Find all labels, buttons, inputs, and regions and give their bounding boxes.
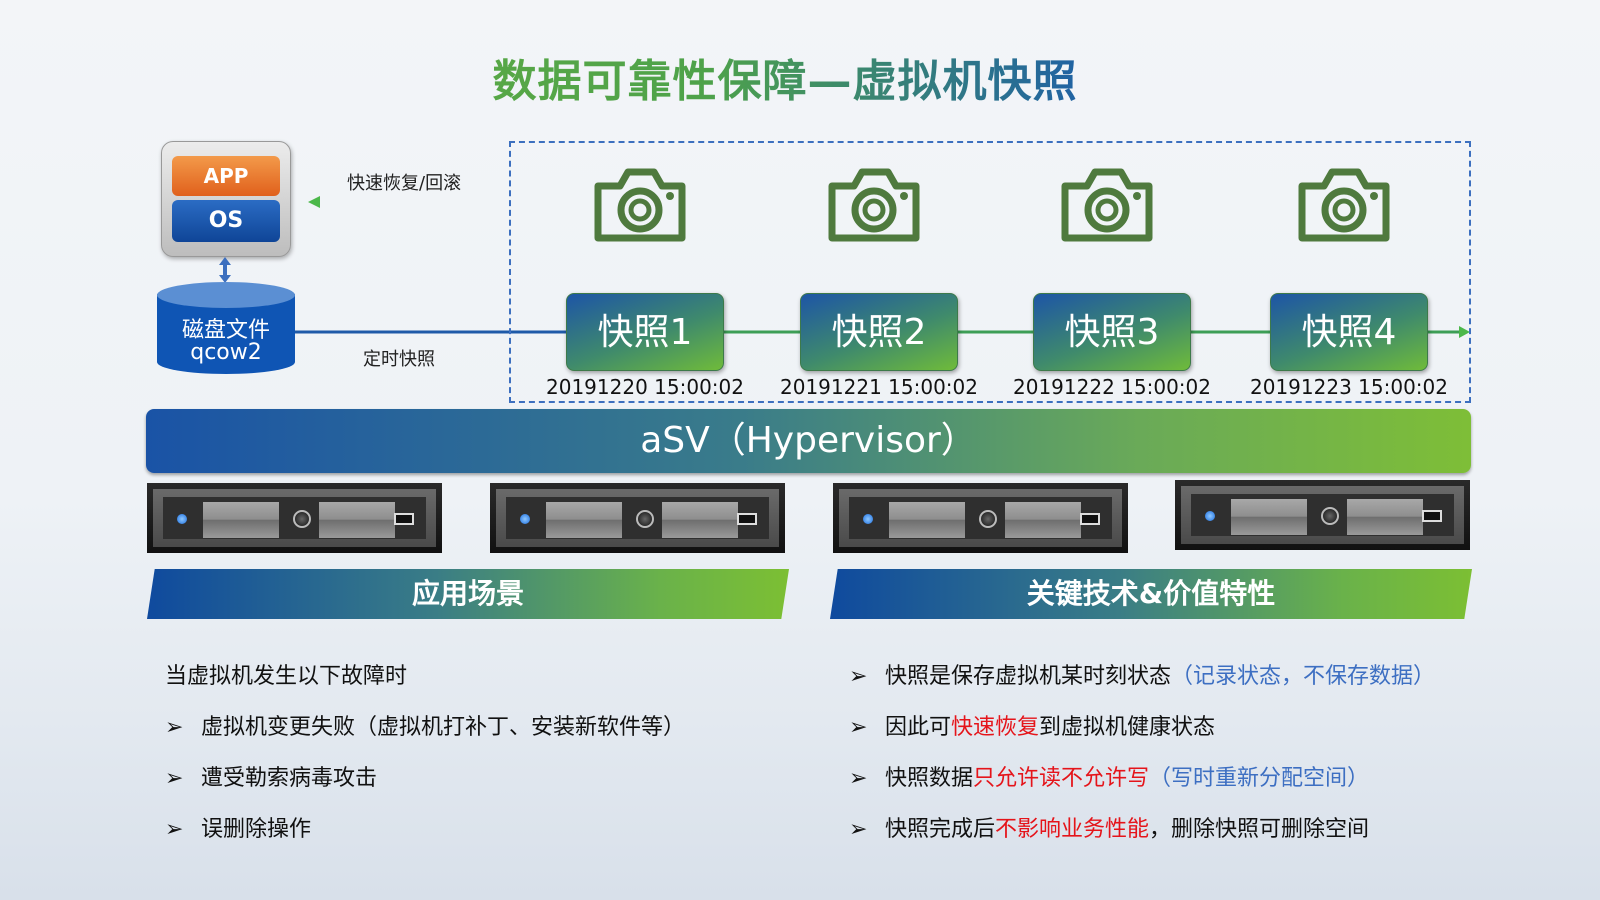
- snapshot-region: [509, 141, 1471, 403]
- snapshot-timestamp: 20191223 15:00:02: [1250, 375, 1448, 399]
- camera-icon: [824, 164, 924, 244]
- disk-format: qcow2: [190, 340, 262, 365]
- feature-text: 快速恢复: [951, 715, 1040, 740]
- feature-text: 不影响业务性能: [995, 817, 1150, 842]
- section-heading-scenarios: 应用场景: [147, 569, 789, 619]
- os-layer: OS: [172, 200, 280, 242]
- power-led-icon: [863, 514, 873, 524]
- snapshot-3[interactable]: 快照3: [1033, 293, 1191, 371]
- server: [147, 483, 442, 553]
- snapshot-1[interactable]: 快照1: [566, 293, 724, 371]
- scheduled-label: 定时快照: [363, 349, 435, 370]
- server: [833, 483, 1128, 553]
- feature-text: 快照完成后: [885, 817, 996, 842]
- server: [1175, 480, 1470, 550]
- camera-icon: [590, 164, 690, 244]
- hypervisor-bar: aSV（Hypervisor）: [146, 409, 1471, 473]
- feature-text: （记录状态，不保存数据）: [1171, 664, 1436, 689]
- snapshot-4[interactable]: 快照4: [1270, 293, 1428, 371]
- feature-text: （写时重新分配空间）: [1149, 766, 1370, 791]
- feature-text: ，删除快照可删除空间: [1149, 817, 1370, 842]
- restore-label: 快速恢复/回滚: [347, 173, 462, 194]
- snapshot-timestamp: 20191220 15:00:02: [546, 375, 744, 399]
- bullet-icon: ➢: [165, 766, 184, 791]
- vm-stack: APP OS: [161, 141, 291, 257]
- power-led-icon: [520, 514, 530, 524]
- bullet-icon: ➢: [849, 715, 868, 740]
- snapshot-timestamp: 20191221 15:00:02: [780, 375, 978, 399]
- feature-text: 快照是保存虚拟机某时刻状态: [885, 664, 1172, 689]
- page-title: 数据可靠性保障—虚拟机快照: [0, 45, 1570, 109]
- disk-file: 磁盘文件 qcow2: [157, 282, 295, 386]
- feature-text: 只允许读不允许写: [973, 766, 1150, 791]
- power-led-icon: [1205, 511, 1215, 521]
- feature-item: ➢ 快照是保存虚拟机某时刻状态（记录状态，不保存数据）: [849, 658, 1435, 690]
- camera-icon: [1294, 164, 1394, 244]
- scenario-item: ➢遭受勒索病毒攻击: [165, 766, 378, 791]
- feature-item: ➢ 快照完成后不影响业务性能，删除快照可删除空间: [849, 811, 1369, 843]
- feature-item: ➢ 因此可快速恢复到虚拟机健康状态: [849, 709, 1215, 741]
- section-heading-features: 关键技术&价值特性: [830, 569, 1472, 619]
- disk-label: 磁盘文件: [181, 318, 270, 343]
- scenario-item: ➢误删除操作: [165, 817, 312, 842]
- power-led-icon: [177, 514, 187, 524]
- bullet-icon: ➢: [849, 817, 868, 842]
- bidirectional-arrow-icon: [219, 257, 231, 283]
- scenario-item: ➢虚拟机变更失败（虚拟机打补丁、安装新软件等）: [165, 715, 686, 740]
- camera-icon: [1057, 164, 1157, 244]
- snapshot-timestamp: 20191222 15:00:02: [1013, 375, 1211, 399]
- feature-text: 因此可: [885, 715, 952, 740]
- feature-text: 到虚拟机健康状态: [1039, 715, 1216, 740]
- feature-text: 快照数据: [885, 766, 974, 791]
- bullet-icon: ➢: [165, 715, 184, 740]
- app-layer: APP: [172, 156, 280, 196]
- bullet-icon: ➢: [165, 817, 184, 842]
- snapshot-2[interactable]: 快照2: [800, 293, 958, 371]
- bullet-icon: ➢: [849, 766, 868, 791]
- server: [490, 483, 785, 553]
- feature-item: ➢ 快照数据只允许读不允许写（写时重新分配空间）: [849, 760, 1369, 792]
- scenario-intro: 当虚拟机发生以下故障时: [165, 664, 408, 689]
- bullet-icon: ➢: [849, 664, 868, 689]
